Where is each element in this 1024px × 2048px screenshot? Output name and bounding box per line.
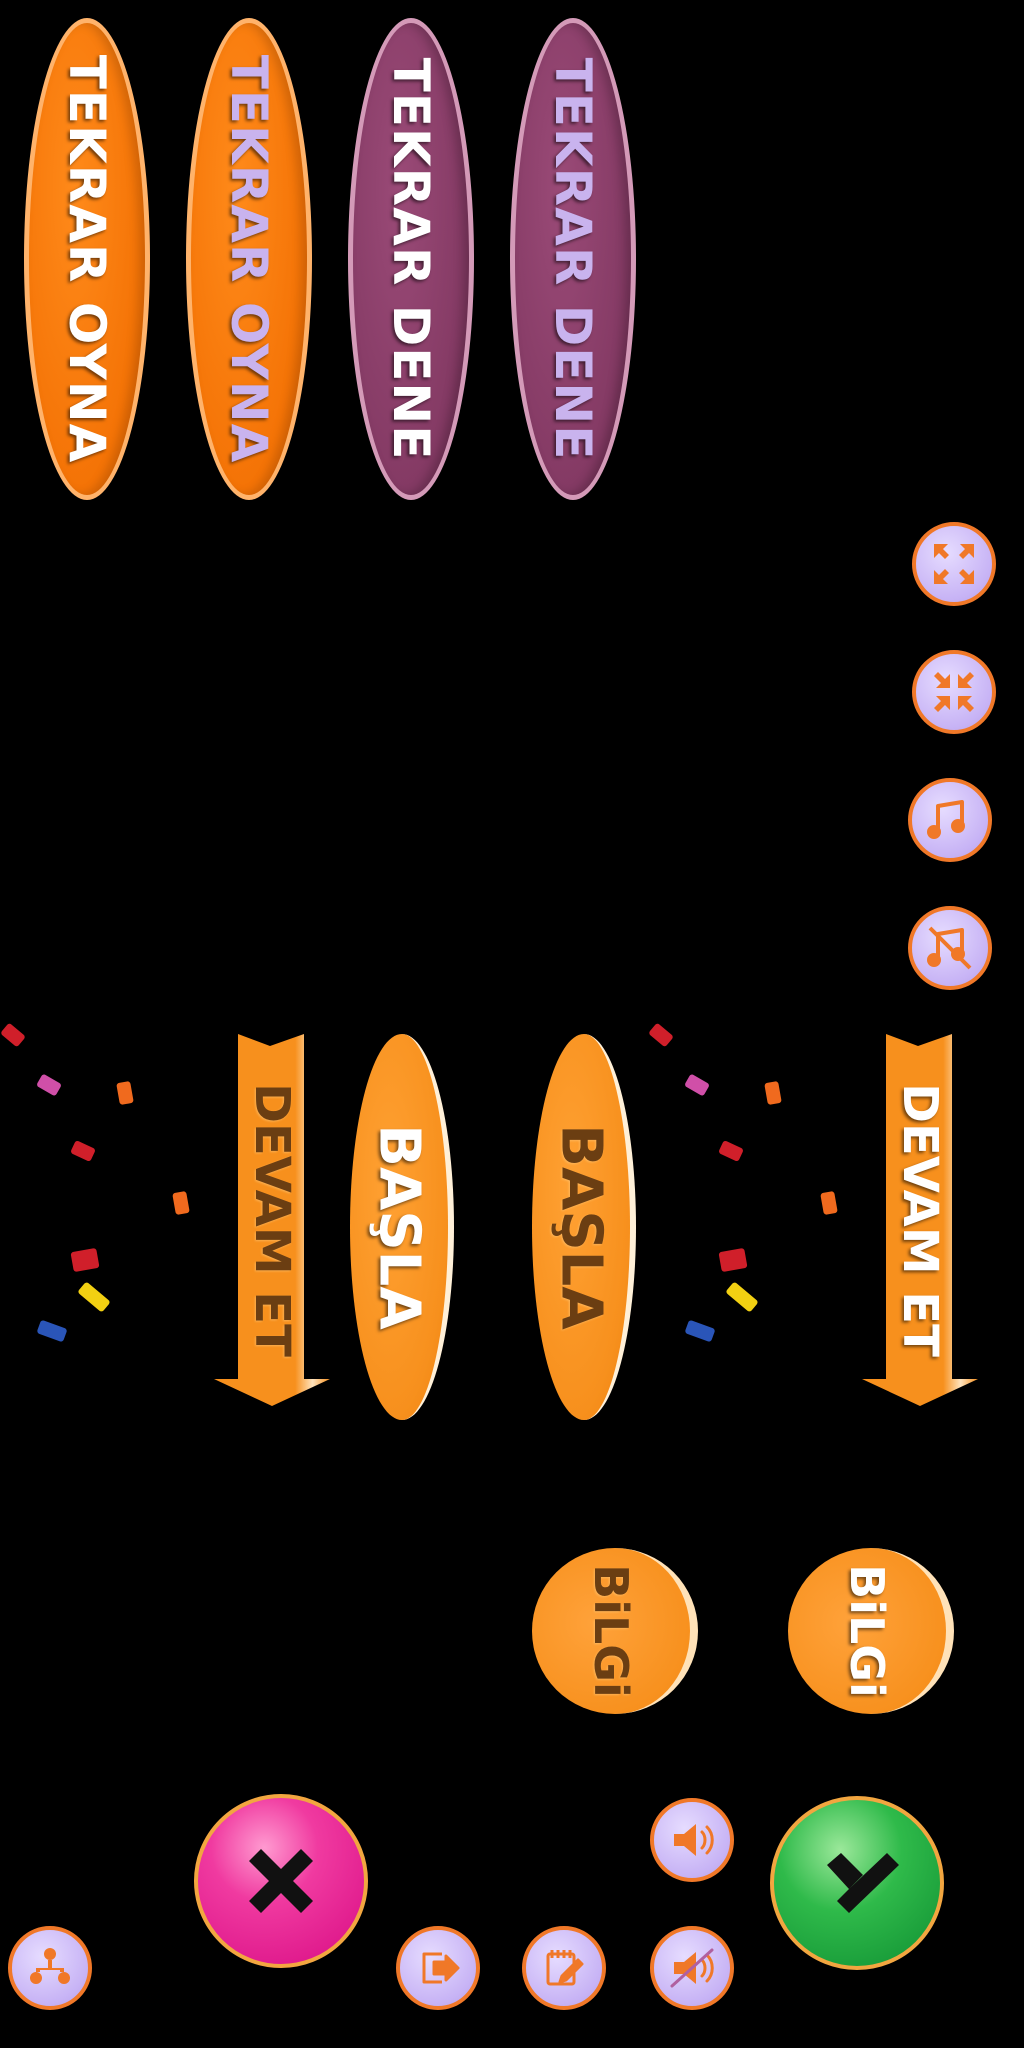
confetti-piece	[684, 1319, 716, 1343]
down-arrow-shape	[214, 1034, 330, 1406]
confetti-piece	[116, 1080, 134, 1106]
fullscreen-icon	[934, 544, 974, 584]
confetti-piece	[683, 1073, 711, 1097]
confetti-piece	[820, 1190, 838, 1216]
tekrar-oyna-label: TEKRAR OYNA	[220, 54, 278, 464]
tekrar-dene-label: TEKRAR DENE	[544, 57, 602, 461]
devam-et-label: DEVAM ET	[244, 1083, 300, 1357]
devam-et-label: DEVAM ET	[892, 1083, 948, 1357]
music-off-button[interactable]	[908, 906, 992, 990]
close-button[interactable]	[194, 1794, 368, 1968]
bilgi-button-white[interactable]: BiLGi	[788, 1548, 954, 1714]
basla-label: BAŞLA	[366, 1124, 432, 1330]
close-icon	[249, 1849, 313, 1913]
music-button[interactable]	[908, 778, 992, 862]
confetti-piece	[36, 1319, 68, 1343]
confetti-piece	[764, 1080, 782, 1106]
fullscreen-button[interactable]	[912, 522, 996, 606]
music-off-icon	[927, 926, 972, 970]
tekrar-dene-button-white[interactable]: TEKRAR DENE	[348, 18, 474, 500]
devam-et-button-white[interactable]: DEVAM ET	[860, 1034, 980, 1406]
bilgi-label: BiLGi	[840, 1564, 894, 1698]
basla-button-brown[interactable]: BAŞLA	[532, 1034, 636, 1420]
confetti-piece	[70, 1247, 100, 1273]
tekrar-oyna-label: TEKRAR OYNA	[58, 54, 116, 464]
exit-fullscreen-icon	[934, 672, 974, 712]
confetti-piece	[172, 1190, 190, 1216]
confetti-piece	[648, 1022, 674, 1048]
confirm-button[interactable]	[770, 1796, 944, 1970]
exit-fullscreen-button[interactable]	[912, 650, 996, 734]
confetti-piece	[77, 1281, 111, 1313]
basla-button-white[interactable]: BAŞLA	[350, 1034, 454, 1420]
speaker-mute-icon	[670, 1948, 714, 1988]
tekrar-oyna-button-white[interactable]: TEKRAR OYNA	[24, 18, 150, 500]
bilgi-button-brown[interactable]: BiLGi	[532, 1548, 698, 1714]
confetti-piece	[35, 1073, 63, 1097]
checkmark-icon	[827, 1853, 899, 1913]
bilgi-label: BiLGi	[584, 1564, 638, 1698]
confetti-piece	[725, 1281, 759, 1313]
down-arrow-shape	[862, 1034, 978, 1406]
tekrar-dene-label: TEKRAR DENE	[382, 57, 440, 461]
exit-button[interactable]	[396, 1926, 480, 2010]
edit-notes-icon	[546, 1950, 584, 1986]
tekrar-oyna-button-lilac[interactable]: TEKRAR OYNA	[186, 18, 312, 500]
hierarchy-button[interactable]	[8, 1926, 92, 2010]
confetti-piece	[0, 1022, 26, 1048]
confetti-piece	[70, 1140, 96, 1162]
hierarchy-icon	[30, 1948, 70, 1984]
sound-off-button[interactable]	[650, 1926, 734, 2010]
confetti-piece	[718, 1140, 744, 1162]
exit-door-icon	[422, 1952, 460, 1984]
music-note-icon	[927, 800, 965, 839]
tekrar-dene-button-lilac[interactable]: TEKRAR DENE	[510, 18, 636, 500]
devam-et-button-brown[interactable]: DEVAM ET	[212, 1034, 332, 1406]
confetti-piece	[718, 1247, 748, 1273]
notes-button[interactable]	[522, 1926, 606, 2010]
speaker-on-icon	[674, 1824, 714, 1856]
sound-on-button[interactable]	[650, 1798, 734, 1882]
basla-label: BAŞLA	[548, 1124, 614, 1330]
